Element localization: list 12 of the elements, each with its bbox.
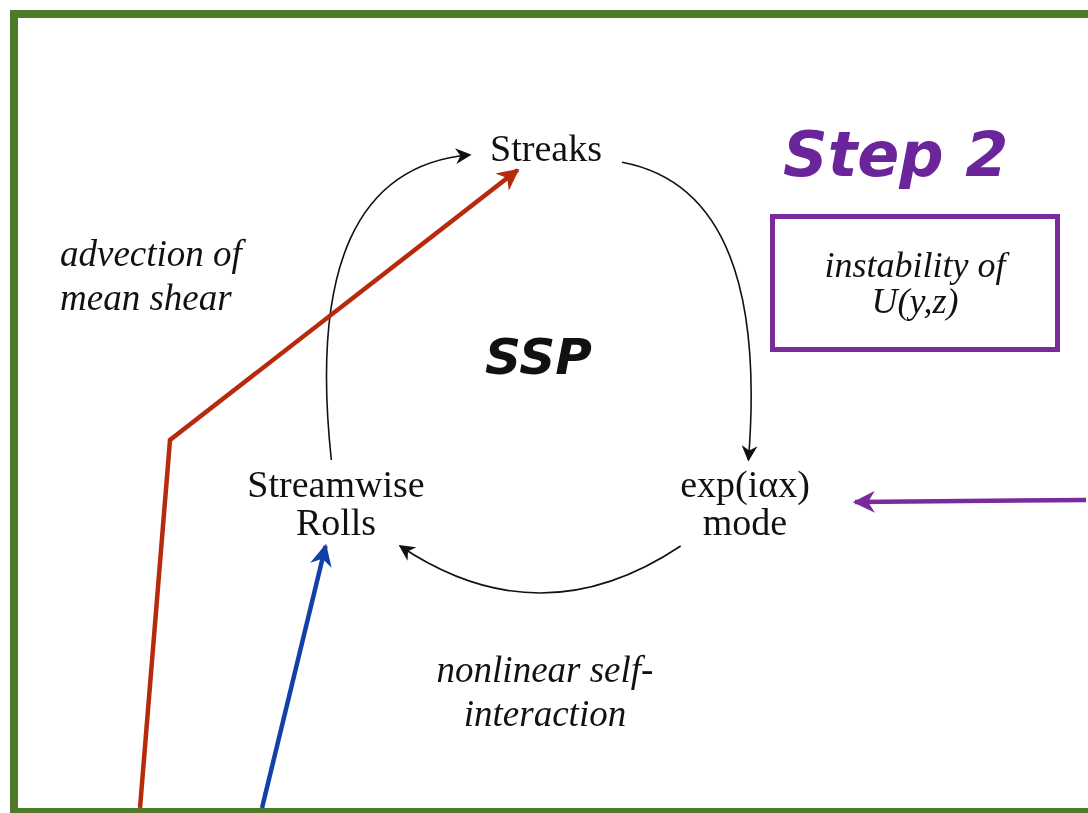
arrow	[137, 168, 520, 809]
arrow	[259, 543, 332, 809]
stage-label: exp(iαx) mode	[635, 460, 855, 546]
stage-label: Streamwise Rolls	[220, 460, 452, 546]
instability-box: instability of U(y,z)	[770, 214, 1060, 352]
center-label: SSP	[485, 328, 592, 386]
arrow	[325, 149, 472, 461]
step-heading: Step 2	[783, 118, 1009, 191]
stage-label: Streaks	[470, 126, 622, 170]
arrow	[852, 490, 1087, 513]
arrow	[621, 161, 758, 462]
arrow	[398, 545, 682, 594]
